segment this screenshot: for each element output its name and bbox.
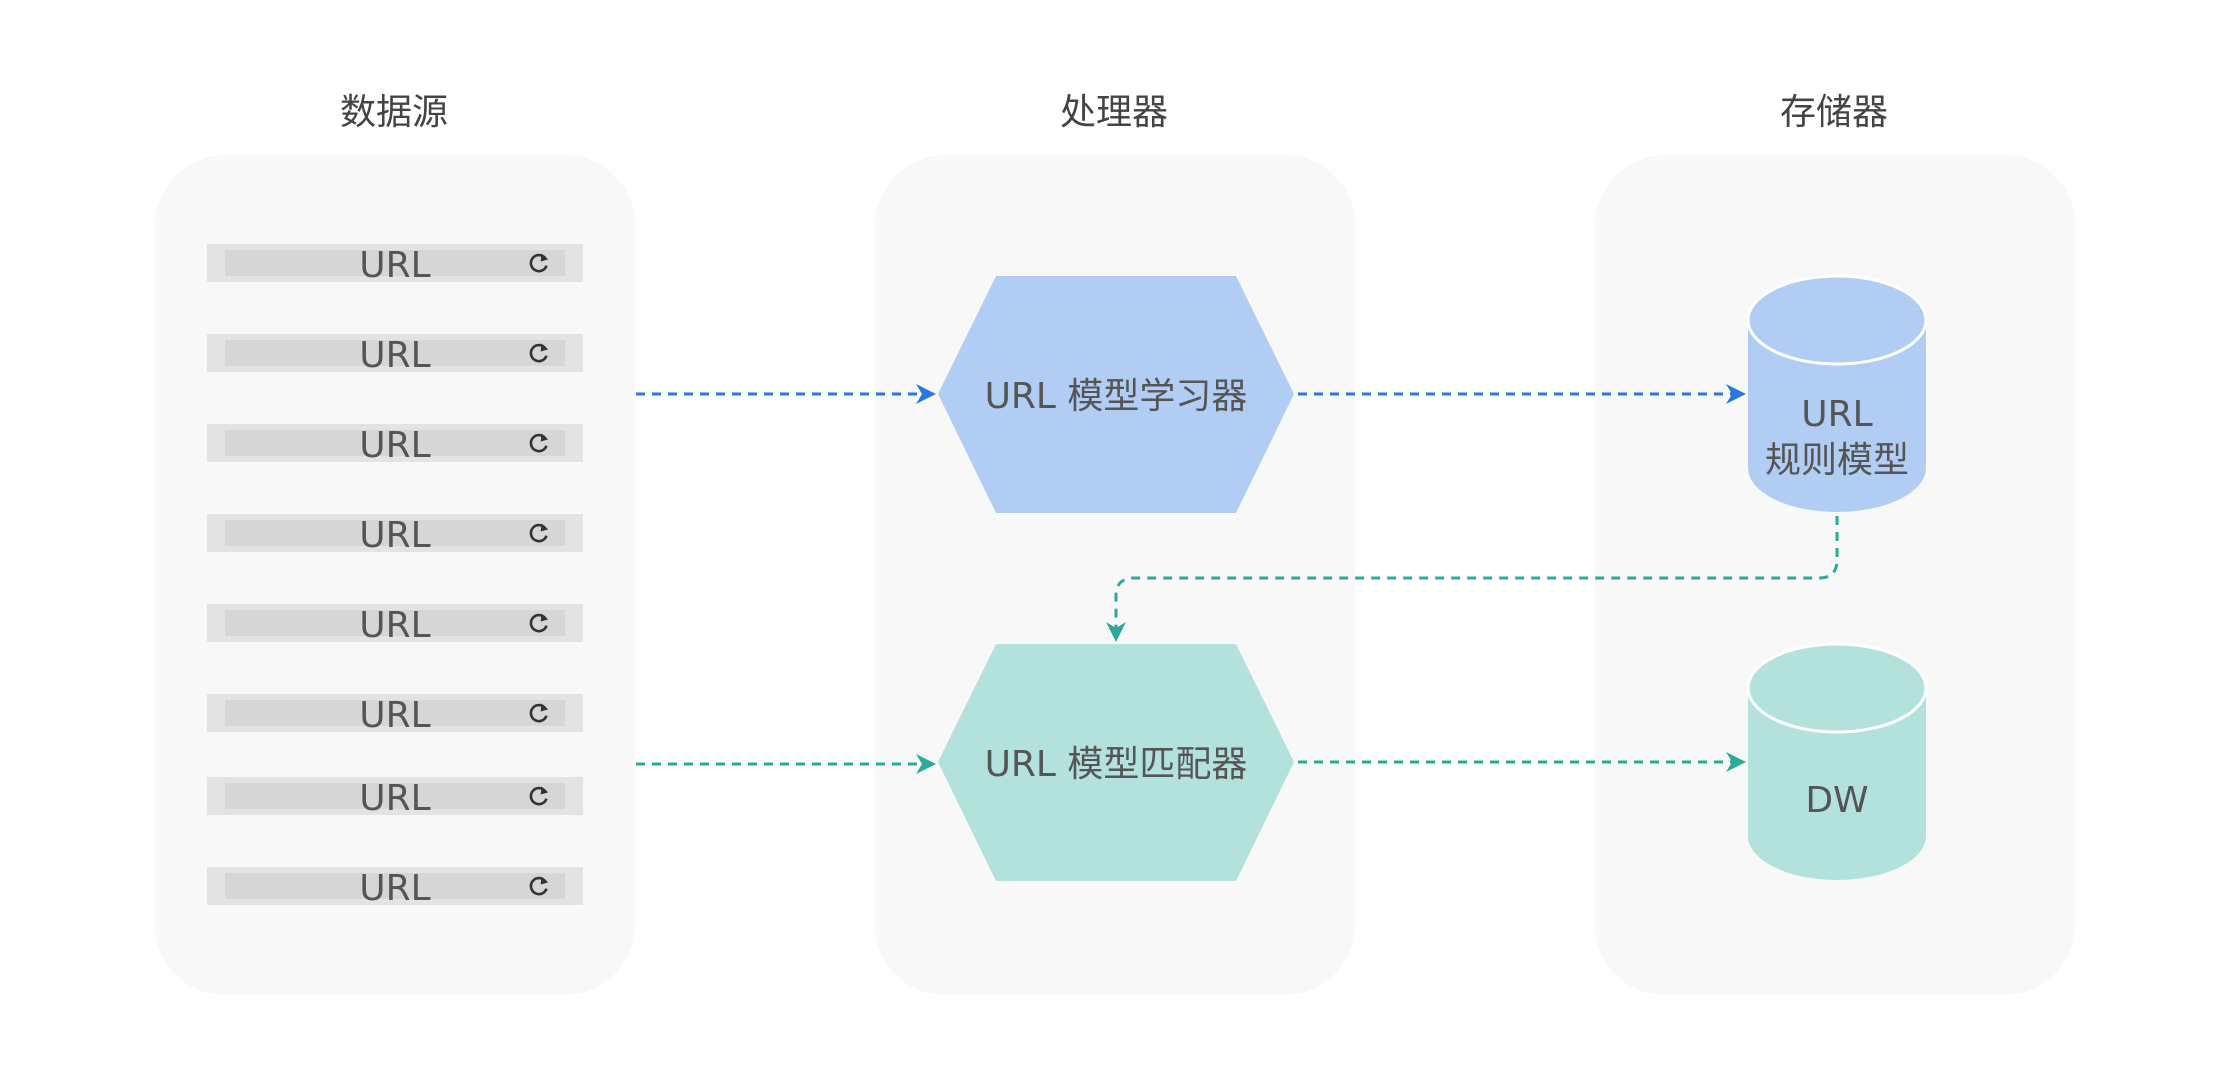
url-source-row[interactable]: URL (207, 694, 583, 736)
refresh-icon[interactable] (529, 343, 549, 363)
url-source-row[interactable]: URL (207, 867, 583, 909)
url-bar-inner (225, 430, 565, 456)
rules-label-line1: URL (1801, 394, 1872, 435)
processor-matcher[interactable]: URL 模型匹配器 (938, 644, 1294, 881)
url-source-row[interactable]: URL (207, 514, 583, 556)
refresh-icon[interactable] (529, 703, 549, 723)
refresh-icon[interactable] (529, 433, 549, 453)
url-label: URL (359, 868, 430, 909)
dw-cylinder-top (1746, 642, 1928, 734)
url-source-row[interactable]: URL (207, 334, 583, 376)
storage-dw[interactable]: DW (1746, 642, 1928, 880)
url-bar-inner (225, 873, 565, 899)
processor-learner[interactable]: URL 模型学习器 (938, 276, 1294, 513)
rules-cylinder-top (1746, 274, 1928, 366)
column-title-storage: 存储器 (1780, 92, 1888, 133)
dw-label: DW (1805, 780, 1868, 821)
rules-label-line2: 规则模型 (1765, 440, 1909, 481)
url-label: URL (359, 695, 430, 736)
rules-cylinder-body (1748, 320, 1926, 512)
url-label: URL (359, 335, 430, 376)
storage-rules-model[interactable]: URL 规则模型 (1746, 274, 1928, 512)
url-source-row[interactable]: URL (207, 777, 583, 819)
learner-hexagon (938, 276, 1294, 513)
url-bar-inner (225, 250, 565, 276)
url-bar-inner (225, 700, 565, 726)
refresh-icon[interactable] (529, 786, 549, 806)
matcher-label: URL 模型匹配器 (985, 744, 1248, 785)
url-source-list: URL URL URL UR (207, 244, 583, 909)
url-source-row[interactable]: URL (207, 604, 583, 646)
url-source-row[interactable]: URL (207, 424, 583, 466)
url-bar-inner (225, 610, 565, 636)
dw-cylinder-body (1748, 688, 1926, 880)
edge-rules-to-matcher (1106, 516, 1839, 642)
storage-panel (1595, 155, 2075, 995)
refresh-icon[interactable] (529, 876, 549, 896)
url-source-row[interactable]: URL (207, 244, 583, 286)
column-title-source: 数据源 (340, 92, 448, 133)
url-label: URL (359, 245, 430, 286)
url-label: URL (359, 605, 430, 646)
url-label: URL (359, 515, 430, 556)
url-bar-inner (225, 340, 565, 366)
matcher-hexagon (938, 644, 1294, 881)
url-label: URL (359, 425, 430, 466)
column-title-processor: 处理器 (1060, 92, 1168, 133)
refresh-icon[interactable] (529, 613, 549, 633)
url-bar-inner (225, 520, 565, 546)
url-bar-inner (225, 783, 565, 809)
learner-label: URL 模型学习器 (985, 376, 1248, 417)
refresh-icon[interactable] (529, 253, 549, 273)
refresh-icon[interactable] (529, 523, 549, 543)
url-label: URL (359, 778, 430, 819)
